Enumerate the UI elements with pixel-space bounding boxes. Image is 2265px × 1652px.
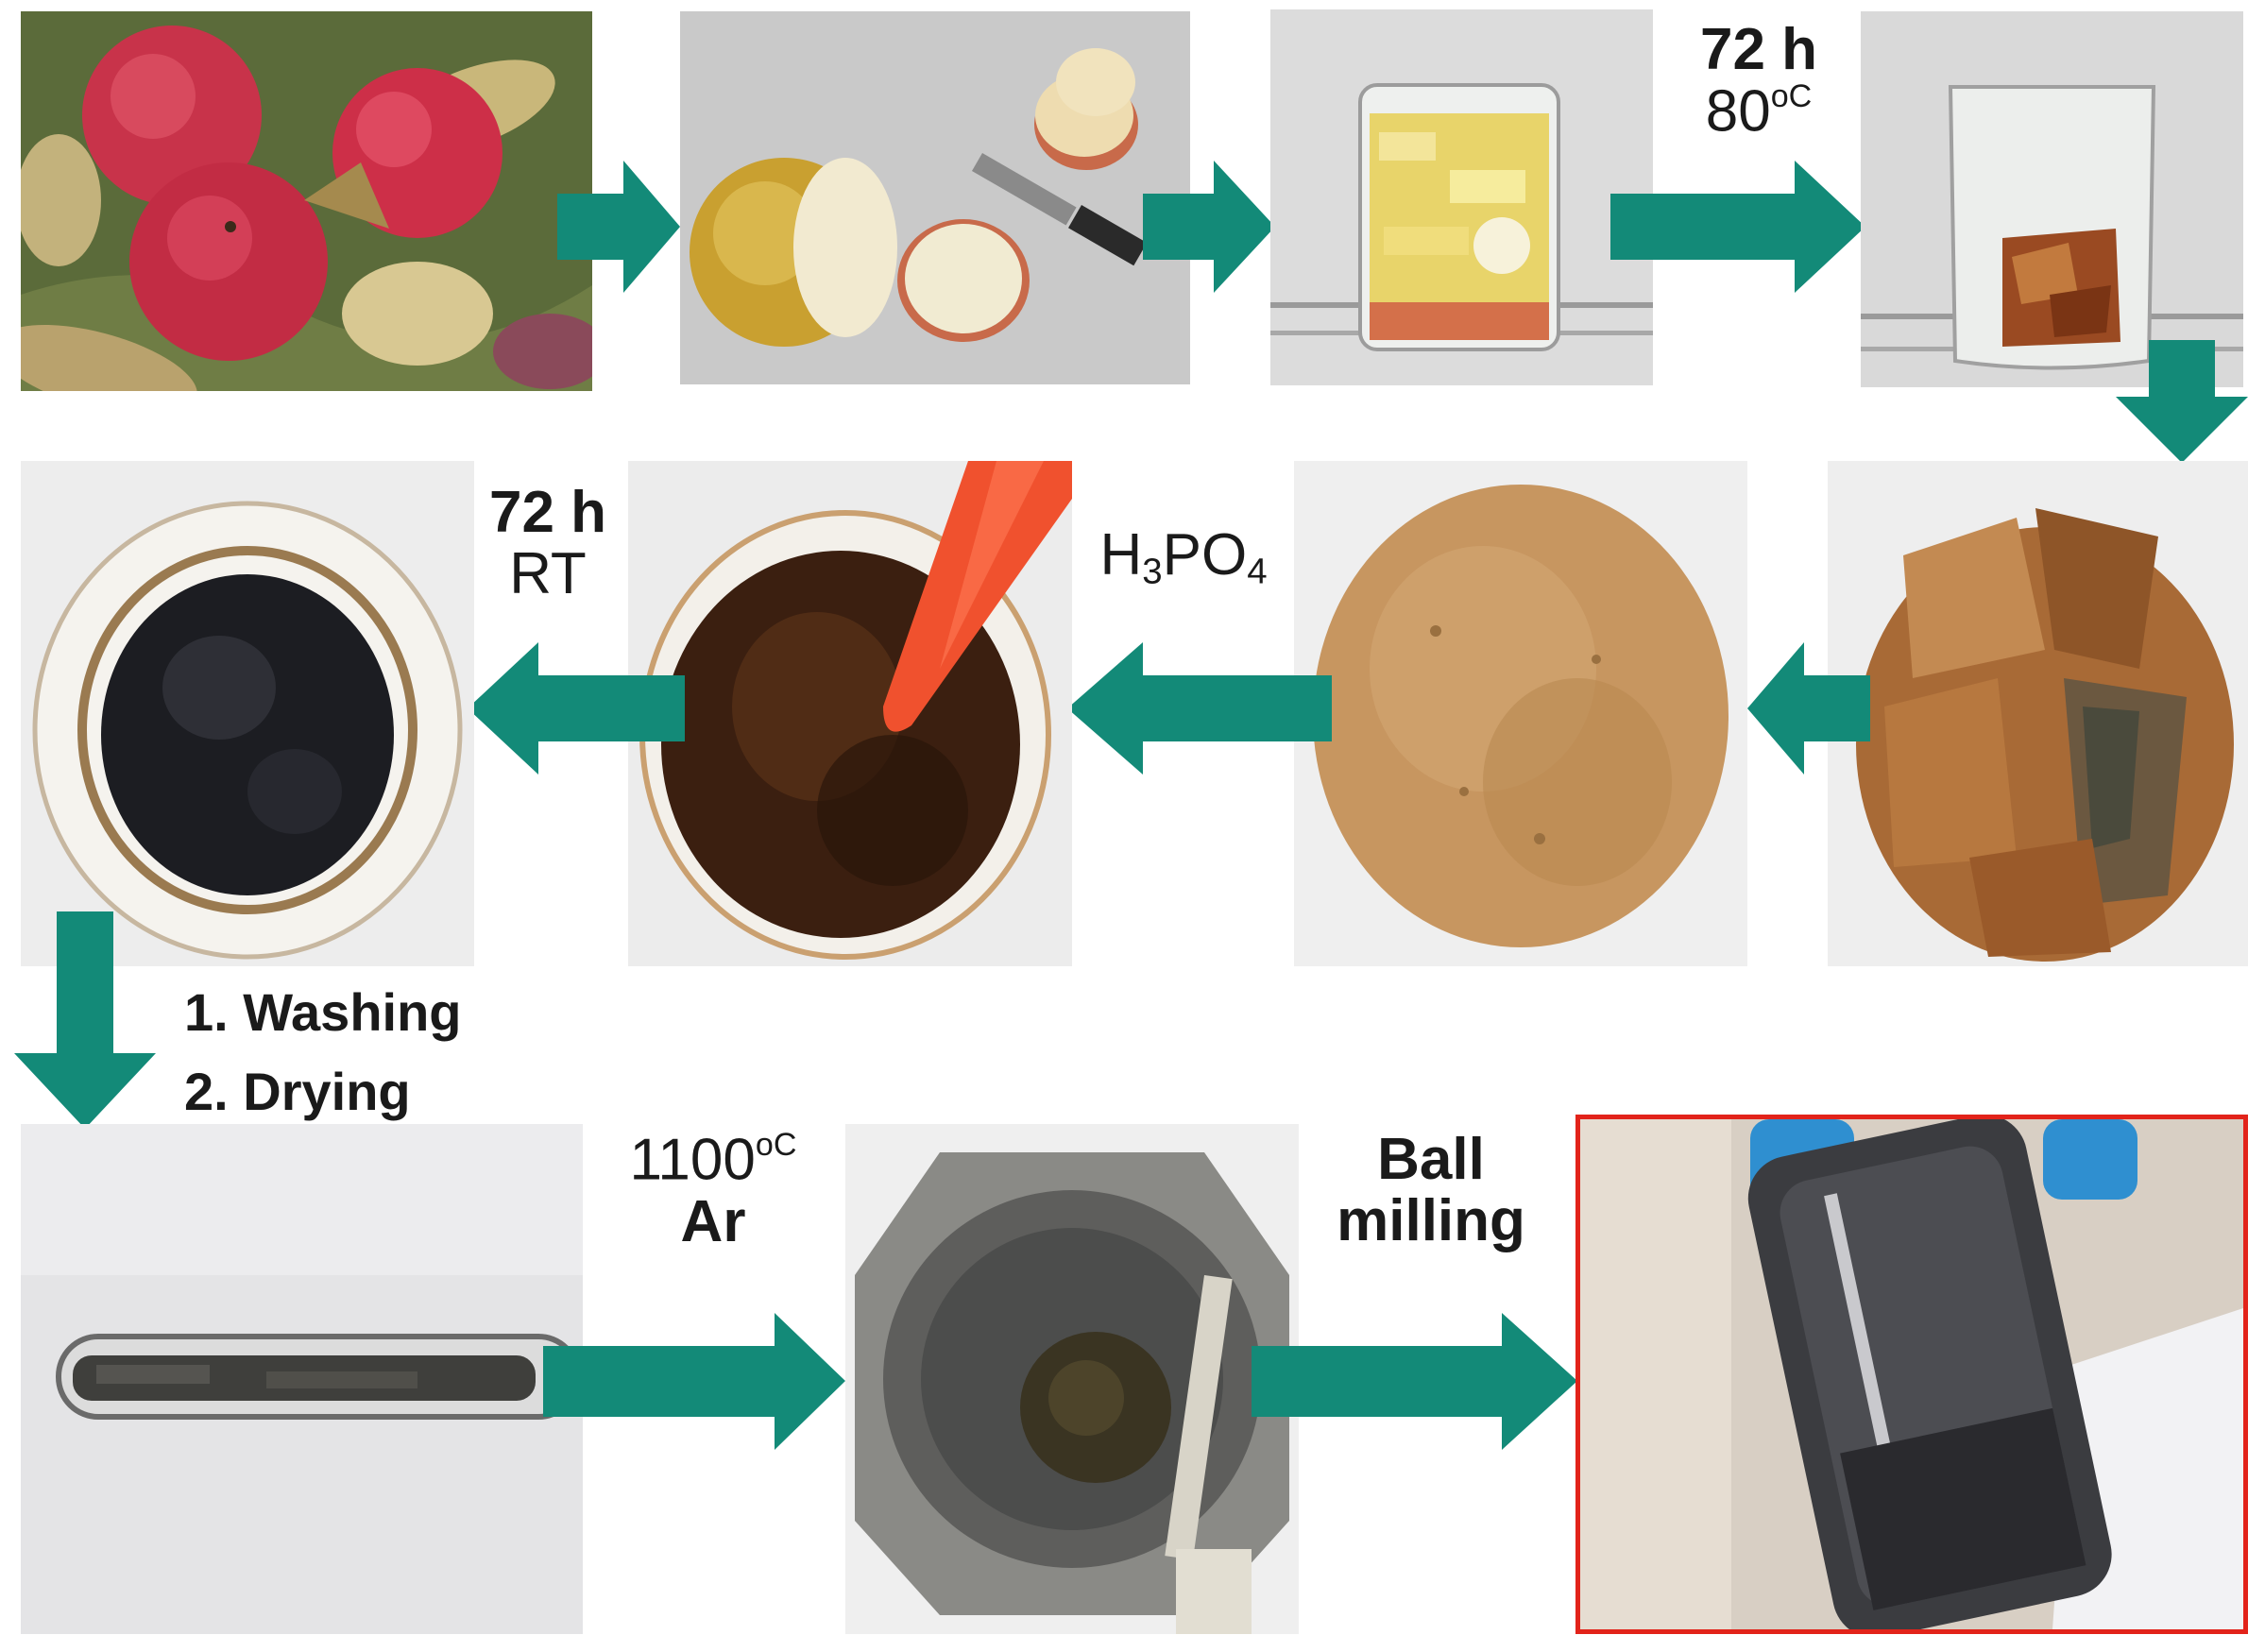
label-step-drying: 2. Drying: [184, 1062, 411, 1121]
label-oven-drying: 72 h 80oC: [1664, 19, 1853, 143]
label-rt: RT: [509, 541, 587, 607]
label-rt-time: 72 h: [488, 480, 607, 545]
label-room-temp: 72 h RT: [453, 482, 642, 605]
label-oven-time: 72 h: [1699, 17, 1818, 82]
photo-beaker-dried-slices: [1861, 11, 2243, 387]
label-carbonization: 1100oC Ar: [586, 1127, 841, 1254]
flow-arrow-down-1: [2116, 340, 2248, 463]
label-atmosphere: Ar: [680, 1188, 746, 1254]
flow-arrow-left-3: [468, 642, 685, 775]
flow-arrow-left-2: [1067, 642, 1332, 775]
photo-sliced-apple: [680, 11, 1190, 384]
photo-final-carbon-vial: [1575, 1115, 2248, 1634]
label-washing-drying: 1. Washing 2. Drying: [184, 973, 462, 1132]
photo-black-residue: [21, 461, 474, 966]
label-milling-1: Ball: [1377, 1127, 1485, 1192]
photo-dried-apple-pieces: [1828, 461, 2248, 966]
flow-arrow-right-5: [1252, 1313, 1577, 1450]
label-phosphoric-acid: H3PO4: [1099, 522, 1268, 592]
label-milling-2: milling: [1337, 1188, 1525, 1254]
label-ball-milling: Ball milling: [1294, 1129, 1568, 1252]
flow-arrow-left-1: [1747, 642, 1870, 775]
photo-apple-powder: [1294, 461, 1747, 966]
photo-beaker-apple-slices: [1270, 9, 1653, 385]
flow-arrow-right-1: [557, 161, 680, 293]
label-carbon-temp: 1100oC: [629, 1127, 797, 1193]
photo-acid-impregnated-paste: [628, 461, 1072, 966]
photo-tube-dried-material: [21, 1124, 583, 1634]
flow-arrow-right-2: [1143, 161, 1275, 293]
flow-arrow-right-4: [543, 1313, 845, 1450]
flow-arrow-down-2: [14, 911, 156, 1129]
photo-mortar-carbon: [845, 1124, 1299, 1634]
photo-fallen-apples: [21, 11, 592, 391]
label-oven-temp: 80oC: [1705, 78, 1813, 145]
label-step-washing: 1. Washing: [184, 982, 462, 1042]
flow-arrow-right-3: [1610, 161, 1865, 293]
